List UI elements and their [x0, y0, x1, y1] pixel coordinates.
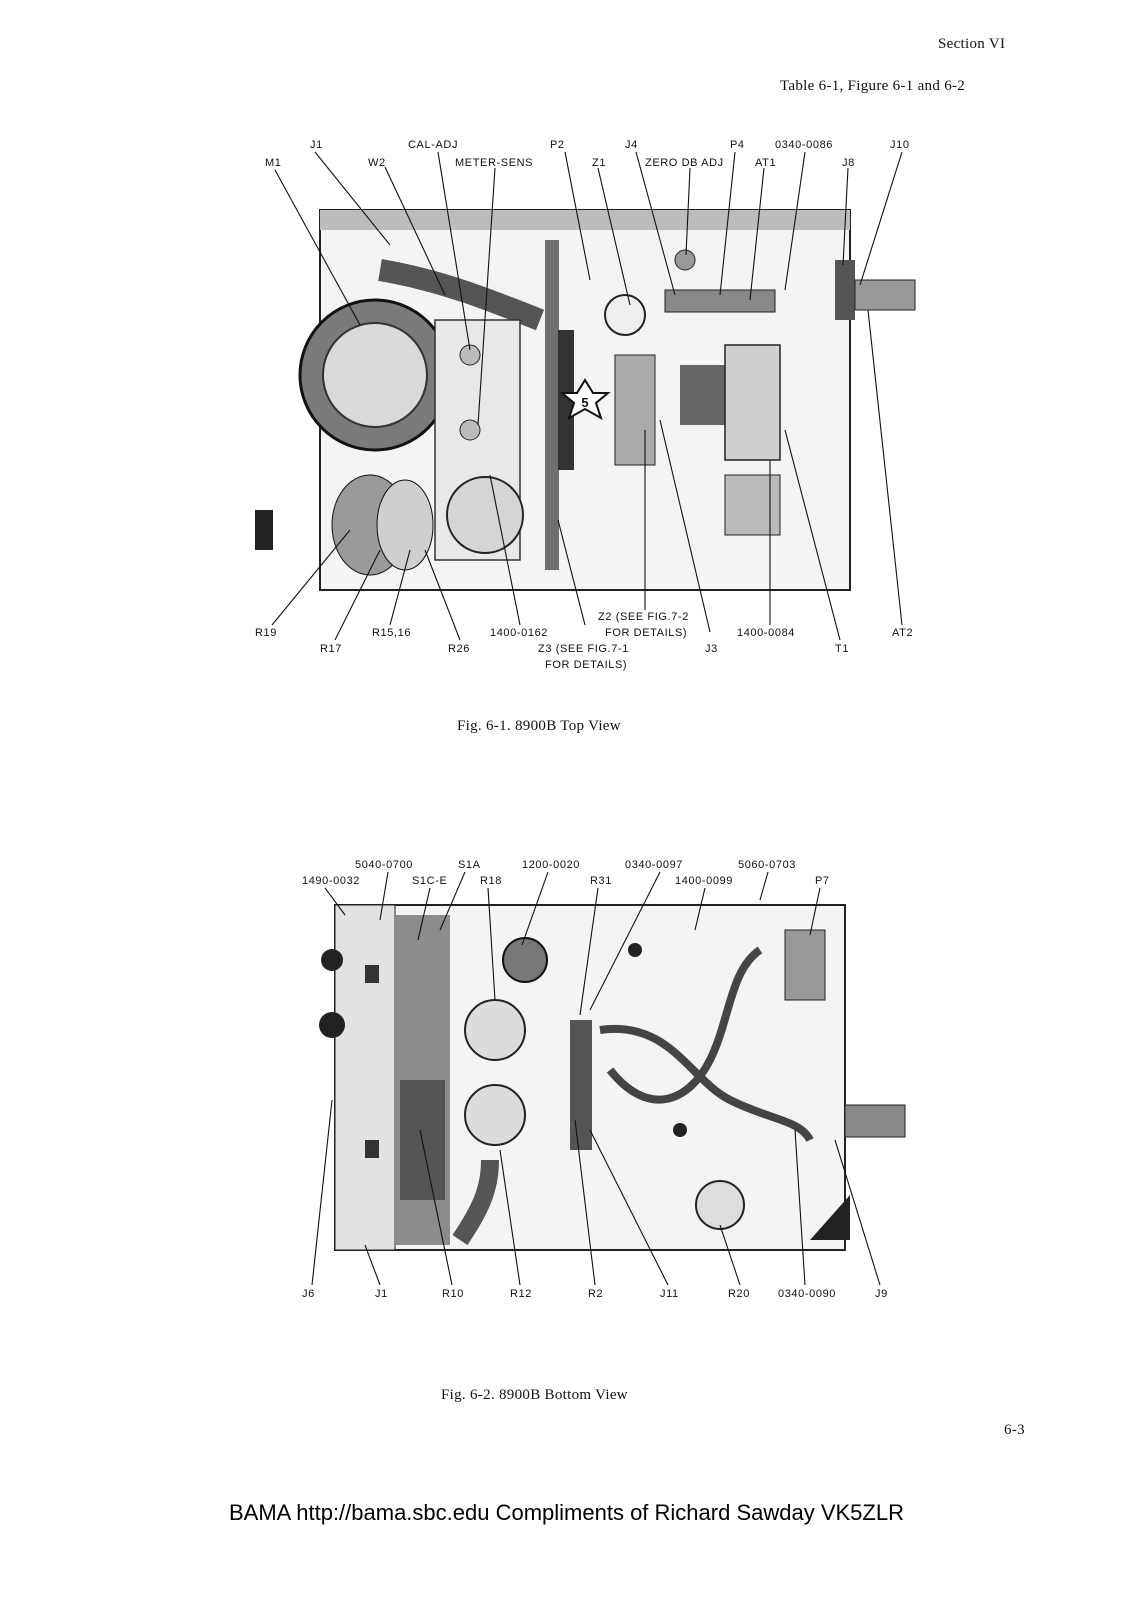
label-j8: J8 — [842, 157, 855, 169]
label-1200-0020: 1200-0020 — [522, 859, 580, 871]
label-r2: R2 — [588, 1288, 603, 1300]
label-j4: J4 — [625, 139, 638, 151]
label-1400-0084: 1400-0084 — [737, 627, 795, 639]
label-w2: W2 — [368, 157, 386, 169]
label-j1: J1 — [310, 139, 323, 151]
label-at1: AT1 — [755, 157, 776, 169]
footer-credit: BAMA http://bama.sbc.edu Compliments of … — [229, 1500, 904, 1525]
label-r19: R19 — [255, 627, 277, 639]
leader-lines — [271, 151, 903, 641]
label-z3-line1: Z3 (SEE FIG.7-1 — [538, 643, 629, 655]
chassis-bottom-photo — [319, 904, 906, 1251]
label-0340-0097: 0340-0097 — [625, 859, 683, 871]
label-j3: J3 — [705, 643, 718, 655]
label-r10: R10 — [442, 1288, 464, 1300]
figure-6-2-bottom-view: 5040-0700 S1A 1200-0020 0340-0097 5060-0… — [302, 859, 906, 1300]
leader-lines-bottom — [311, 871, 881, 1286]
label-cal-adj: CAL-ADJ — [408, 139, 458, 151]
label-zero-db-adj: ZERO DB ADJ — [645, 157, 724, 169]
label-p4: P4 — [730, 139, 745, 151]
label-r15-16: R15,16 — [372, 627, 411, 639]
label-r12: R12 — [510, 1288, 532, 1300]
figure-6-2-caption: Fig. 6-2. 8900B Bottom View — [441, 1387, 628, 1403]
figure-6-1-top-view: 5 J1 M1 W2 CAL-ADJ METER-SENS P2 Z1 J4 Z — [255, 139, 916, 671]
label-j9: J9 — [875, 1288, 888, 1300]
page-number: 6-3 — [1004, 1422, 1025, 1438]
label-z1: Z1 — [592, 157, 606, 169]
label-s1a: S1A — [458, 859, 481, 871]
section-heading: Section VI — [938, 36, 1006, 52]
label-1400-0162: 1400-0162 — [490, 627, 548, 639]
table-figure-reference: Table 6-1, Figure 6-1 and 6-2 — [780, 78, 966, 94]
label-m1: M1 — [265, 157, 281, 169]
label-p2: P2 — [550, 139, 565, 151]
label-r18: R18 — [480, 875, 502, 887]
label-r26: R26 — [448, 643, 470, 655]
label-5040-0700: 5040-0700 — [355, 859, 413, 871]
label-j6: J6 — [302, 1288, 315, 1300]
label-r17: R17 — [320, 643, 342, 655]
label-0340-0090: 0340-0090 — [778, 1288, 836, 1300]
label-1400-0099: 1400-0099 — [675, 875, 733, 887]
label-1490-0032: 1490-0032 — [302, 875, 360, 887]
label-at2: AT2 — [892, 627, 913, 639]
chassis-top-photo: 5 — [255, 209, 916, 591]
label-z2-line2: FOR DETAILS) — [605, 627, 687, 639]
label-meter-sens: METER-SENS — [455, 157, 533, 169]
label-s1c-e: S1C-E — [412, 875, 447, 887]
label-j10: J10 — [890, 139, 910, 151]
label-5060-0703: 5060-0703 — [738, 859, 796, 871]
label-j11: J11 — [660, 1288, 679, 1300]
figure-6-1-caption: Fig. 6-1. 8900B Top View — [457, 718, 621, 734]
label-z2-line1: Z2 (SEE FIG.7-2 — [598, 611, 689, 623]
marker-5-label: 5 — [581, 395, 588, 410]
label-t1: T1 — [835, 643, 849, 655]
label-z3-line2: FOR DETAILS) — [545, 659, 627, 671]
label-j1-bottom: J1 — [375, 1288, 388, 1300]
label-r20: R20 — [728, 1288, 750, 1300]
label-0340-0086: 0340-0086 — [775, 139, 833, 151]
label-p7: P7 — [815, 875, 830, 887]
label-r31: R31 — [590, 875, 612, 887]
